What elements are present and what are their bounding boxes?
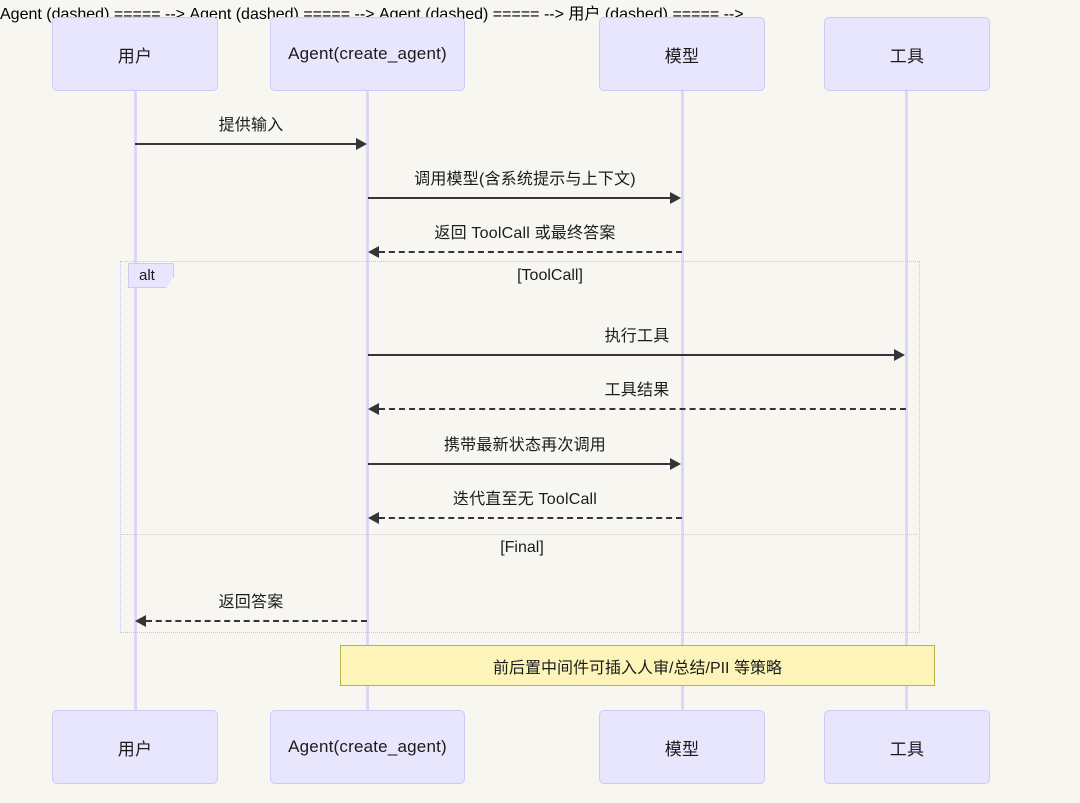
message-line-3	[379, 251, 682, 253]
message-label-1: 提供输入	[218, 117, 284, 134]
message-line-8	[146, 620, 367, 622]
alt-fragment-box	[120, 261, 920, 633]
participant-model-bottom[interactable]: 模型	[599, 710, 765, 784]
lifeline-tool	[905, 91, 908, 711]
message-arrowhead-4	[894, 349, 905, 361]
message-label-6: 携带最新状态再次调用	[443, 437, 606, 454]
lifeline-model	[681, 91, 684, 711]
participant-agent-top[interactable]: Agent(create_agent)	[270, 17, 465, 91]
message-line-2	[368, 197, 671, 199]
message-arrowhead-5	[368, 403, 379, 415]
message-arrowhead-2	[670, 192, 681, 204]
message-line-6	[368, 463, 671, 465]
message-arrowhead-7	[368, 512, 379, 524]
message-line-4	[368, 354, 895, 356]
participant-model-top[interactable]: 模型	[599, 17, 765, 91]
message-label-3: 返回 ToolCall 或最终答案	[434, 225, 616, 242]
alt-condition-toolcall: [ToolCall]	[517, 267, 583, 284]
alt-fragment-label: alt	[128, 263, 174, 288]
message-line-5	[379, 408, 906, 410]
alt-condition-final: [Final]	[500, 539, 544, 556]
message-label-2: 调用模型(含系统提示与上下文)	[414, 171, 636, 188]
participant-agent-bottom[interactable]: Agent(create_agent)	[270, 710, 465, 784]
alt-fragment-divider	[120, 534, 920, 535]
lifeline-user	[134, 91, 137, 711]
participant-user-top[interactable]: 用户	[52, 17, 218, 91]
participant-tool-bottom[interactable]: 工具	[824, 710, 990, 784]
message-label-7: 迭代直至无 ToolCall	[452, 491, 598, 508]
message-label-4: 执行工具	[604, 328, 670, 345]
message-arrowhead-8	[135, 615, 146, 627]
message-arrowhead-3	[368, 246, 379, 258]
message-line-1	[135, 143, 357, 145]
lifeline-agent	[366, 91, 369, 711]
participant-tool-top[interactable]: 工具	[824, 17, 990, 91]
message-label-5: 工具结果	[604, 382, 670, 399]
message-line-7	[379, 517, 682, 519]
note-middleware: 前后置中间件可插入人审/总结/PII 等策略	[340, 645, 935, 686]
message-arrowhead-1	[356, 138, 367, 150]
message-label-8: 返回答案	[218, 594, 284, 611]
participant-user-bottom[interactable]: 用户	[52, 710, 218, 784]
message-arrowhead-6	[670, 458, 681, 470]
